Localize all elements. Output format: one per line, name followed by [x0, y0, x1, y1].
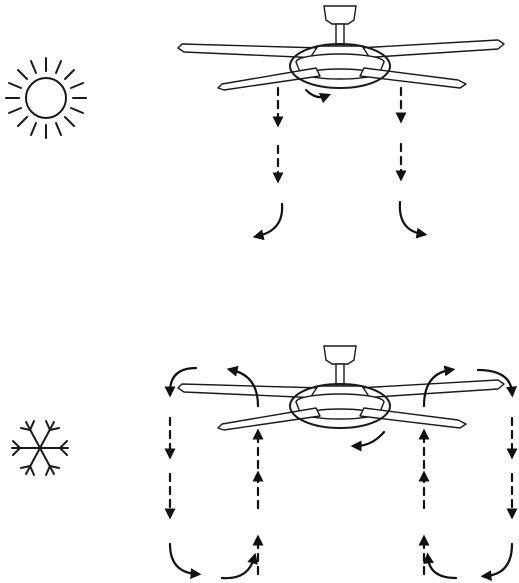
rotation-arrow-winter: [350, 430, 386, 452]
airflow-down-right-outer: [423, 368, 518, 582]
ceiling-fan-winter: [177, 345, 505, 431]
airflow-up-left-inner: [226, 365, 264, 576]
airflow-down-left: [252, 86, 284, 241]
airflow-down-left-outer: [164, 366, 258, 580]
sun-icon: [5, 57, 87, 139]
ceiling-fan-summer: [177, 5, 505, 91]
snowflake-icon: [11, 420, 69, 476]
airflow-up-right-inner: [418, 365, 456, 576]
airflow-down-right: [395, 86, 428, 239]
rotation-arrow-summer: [304, 88, 332, 104]
